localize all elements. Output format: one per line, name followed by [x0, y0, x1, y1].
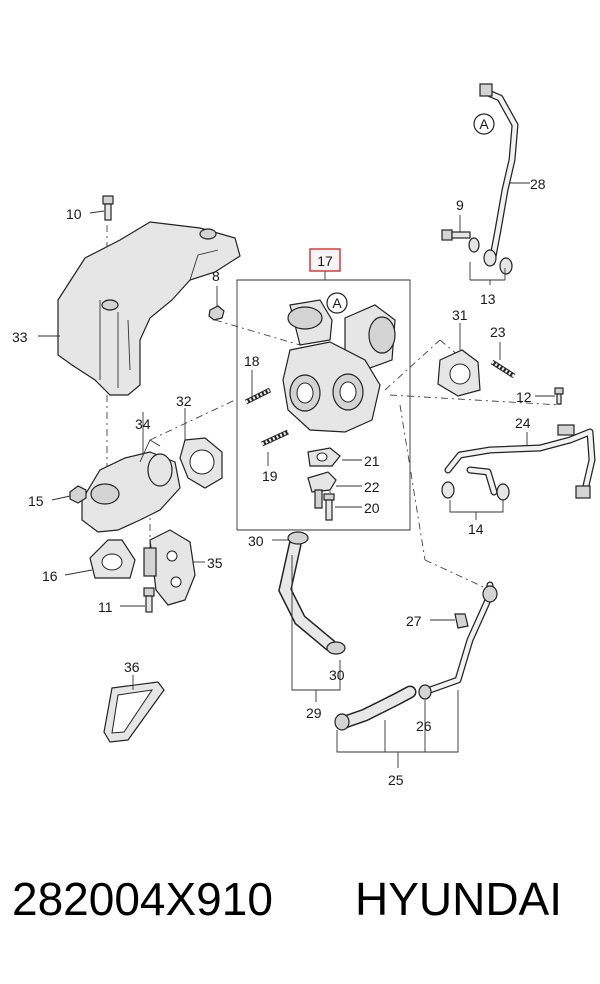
- callout-36: 36: [124, 659, 140, 675]
- callout-29: 29: [306, 705, 322, 721]
- callout-8: 8: [212, 268, 220, 284]
- clamp-26: [418, 684, 432, 700]
- exhaust-elbow: [81, 439, 181, 533]
- callout-21: 21: [364, 453, 380, 469]
- footer: 282004X910 HYUNDAI: [0, 872, 600, 952]
- gasket-32: [179, 437, 223, 489]
- stud-19: [260, 429, 290, 447]
- stud-18: [244, 387, 272, 405]
- callout-9: 9: [456, 197, 464, 213]
- marker-a-turbo: A: [326, 292, 348, 314]
- brand-name: HYUNDAI: [355, 873, 563, 925]
- bolt-27: [454, 613, 469, 629]
- callout-34: 34: [135, 416, 151, 432]
- callout-32: 32: [176, 393, 192, 409]
- leader-lines: [38, 182, 555, 768]
- callout-25: 25: [388, 772, 404, 788]
- gasket-36: [103, 681, 165, 743]
- callout-26: 26: [416, 718, 432, 734]
- heat-shield: [57, 221, 241, 396]
- oil-feed-pipe: [479, 83, 519, 266]
- gasket-31: [437, 349, 481, 397]
- callout-10: 10: [66, 206, 82, 222]
- callout-13: 13: [480, 291, 496, 307]
- callout-18: 18: [244, 353, 260, 369]
- part-number: 282004X910: [12, 873, 273, 925]
- bolt-11: [143, 587, 155, 613]
- callout-31: 31: [452, 307, 468, 323]
- hose-clamp-30-upper: [287, 531, 309, 545]
- bracket-35: [143, 529, 196, 606]
- banjo-bolt-9: [441, 229, 471, 241]
- callout-15: 15: [28, 493, 44, 509]
- svg-text:17: 17: [317, 253, 333, 269]
- callout-labels: 10 8 33 9 13 28 34 32 31 23 12 24 18 19 …: [12, 176, 546, 788]
- callout-23: 23: [490, 324, 506, 340]
- washers-13: [468, 237, 513, 275]
- callout-24: 24: [515, 415, 531, 431]
- marker-a-top: A: [473, 113, 495, 135]
- gasket-21: [307, 447, 341, 467]
- callout-12: 12: [516, 389, 532, 405]
- washers-14: [441, 481, 510, 501]
- callout-30-lower: 30: [329, 667, 345, 683]
- callout-30-upper: 30: [248, 533, 264, 549]
- turbocharger-exploded-diagram: A A 17 10 8 33 9 13 28 34 32 31 23 12 24…: [12, 83, 596, 788]
- nut-15: [69, 485, 87, 504]
- callout-33: 33: [12, 329, 28, 345]
- hose-clamp-30-lower: [326, 641, 346, 655]
- oil-return-pipe: [444, 424, 596, 499]
- callout-35: 35: [207, 555, 223, 571]
- callout-19: 19: [262, 468, 278, 484]
- callout-27: 27: [406, 613, 422, 629]
- callout-20: 20: [364, 500, 380, 516]
- bolt-12: [554, 387, 564, 405]
- callout-16: 16: [42, 568, 58, 584]
- svg-text:A: A: [479, 116, 489, 132]
- coolant-hose-25: [334, 685, 417, 731]
- callout-28: 28: [530, 176, 546, 192]
- bolt-10: [102, 195, 114, 221]
- coolant-pipe: [426, 581, 498, 694]
- bolt-20: [323, 493, 335, 521]
- callout-14: 14: [468, 521, 484, 537]
- fitting-22: [307, 471, 337, 509]
- stud-23: [490, 359, 516, 379]
- callout-17-highlight: 17: [309, 248, 341, 272]
- intake-hose-29: [278, 538, 337, 652]
- nut-8: [208, 305, 225, 321]
- turbocharger: [282, 299, 396, 433]
- callout-11: 11: [98, 599, 113, 615]
- gasket-16: [89, 539, 136, 579]
- callout-22: 22: [364, 479, 380, 495]
- svg-text:A: A: [332, 295, 342, 311]
